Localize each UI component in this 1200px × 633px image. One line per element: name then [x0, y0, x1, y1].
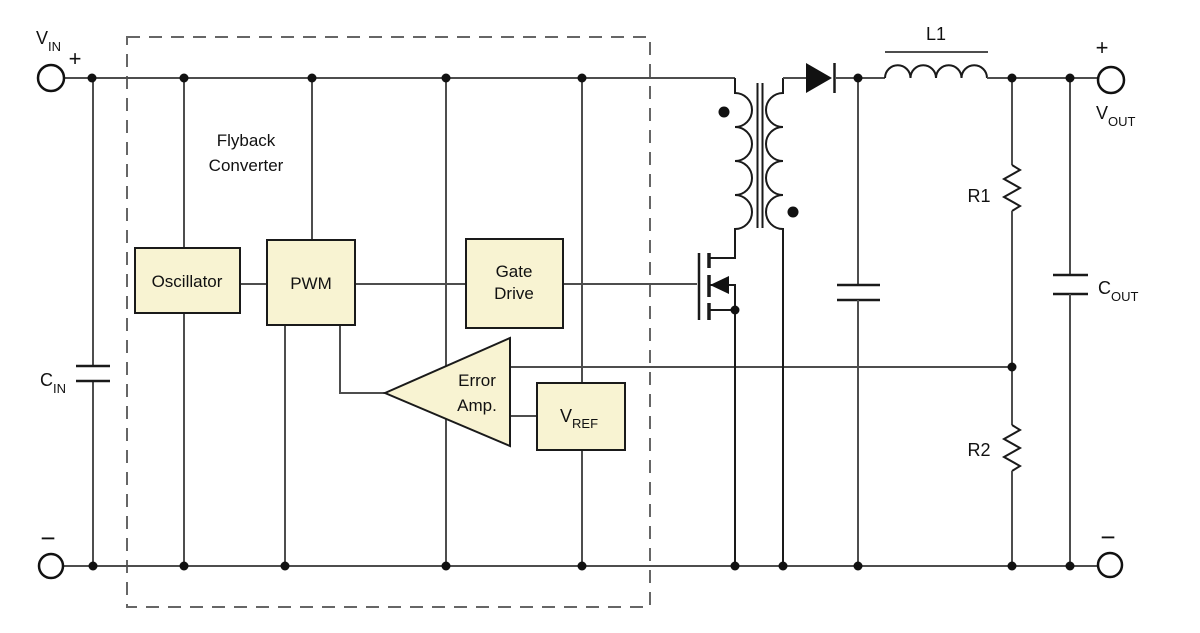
- pwm-block: [266, 239, 356, 326]
- return-terminal-right: [1096, 551, 1124, 579]
- mosfet-drain-wire: [709, 229, 736, 259]
- mosfet-source-wire: [709, 309, 736, 566]
- junction-dot: [1065, 73, 1075, 83]
- pwm-label: PWM: [290, 274, 332, 293]
- vin-terminal: [36, 63, 66, 93]
- cout-plates: [1053, 273, 1088, 296]
- junction-dot: [179, 73, 189, 83]
- secondary-filter-capacitor: [837, 78, 880, 566]
- r2-label: R2: [967, 440, 990, 460]
- gate-drive-label-line1: Gate: [496, 262, 533, 281]
- vin-plus-label: +: [69, 46, 82, 71]
- junction-dot: [441, 561, 451, 571]
- transformer: [718, 78, 799, 566]
- vin-label: VIN: [36, 28, 61, 54]
- l1-winding: [884, 64, 988, 79]
- r1-label: R1: [967, 186, 990, 206]
- diode-triangle-icon: [806, 63, 832, 93]
- junction-dot: [280, 561, 290, 571]
- l1-inductor: [884, 51, 1098, 79]
- converter-boundary-dashed-box: [126, 36, 651, 608]
- output-diode: [783, 63, 885, 93]
- oscillator-block: [134, 247, 241, 314]
- secondary-winding: [765, 78, 784, 566]
- junction-dot: [853, 561, 863, 571]
- error-amp-triangle: [382, 336, 511, 448]
- junction-dot: [778, 561, 788, 571]
- gate-drive-block: [465, 238, 564, 329]
- junction-dot: [179, 561, 189, 571]
- error-amp-output-wire: [339, 325, 385, 394]
- junction-dot: [577, 73, 587, 83]
- junction-dot: [441, 73, 451, 83]
- cout-label: COUT: [1098, 278, 1139, 304]
- error-amp-label-line2: Amp.: [457, 396, 497, 415]
- mosfet-body-arrow-icon: [710, 276, 729, 294]
- junction-dot: [730, 561, 740, 571]
- minus-left-label: −: [40, 523, 55, 553]
- junction-dot: [1065, 561, 1075, 571]
- secondary-polarity-dot: [787, 206, 799, 218]
- feedback-divider: [1001, 78, 1023, 566]
- junction-dot: [853, 73, 863, 83]
- transformer-core: [756, 83, 764, 228]
- boundary-label-line2: Converter: [209, 156, 284, 175]
- junction-dot: [307, 73, 317, 83]
- junction-dot: [88, 561, 98, 571]
- return-terminal-left: [37, 552, 65, 580]
- r2-resistor: [1001, 424, 1023, 472]
- junction-dot: [87, 73, 97, 83]
- l1-label: L1: [926, 24, 946, 44]
- minus-right-label: −: [1100, 522, 1115, 552]
- junction-dots: [87, 73, 1075, 571]
- error-amp-label-line1: Error: [458, 371, 496, 390]
- r1-resistor: [1001, 164, 1023, 212]
- vout-terminal: [1096, 65, 1126, 95]
- cin-label: CIN: [40, 370, 66, 396]
- cin-plates: [76, 364, 110, 383]
- junction-dot: [1007, 561, 1017, 571]
- gate-drive-label-line2: Drive: [494, 284, 534, 303]
- primary-winding: [734, 78, 753, 258]
- primary-polarity-dot: [718, 106, 730, 118]
- vref-block: [536, 382, 626, 451]
- junction-dot: [577, 561, 587, 571]
- vout-label: VOUT: [1096, 103, 1136, 129]
- junction-dot: [1007, 73, 1017, 83]
- junction-dot: [1007, 362, 1017, 372]
- mosfet: [697, 229, 736, 566]
- cout-capacitor: [1053, 78, 1088, 566]
- boundary-label-line1: Flyback: [217, 131, 276, 150]
- cap-plates: [837, 283, 880, 302]
- vout-plus-label: +: [1096, 35, 1109, 60]
- oscillator-label: Oscillator: [152, 272, 223, 291]
- junction-dot: [730, 305, 740, 315]
- vref-label: VREF: [560, 406, 598, 431]
